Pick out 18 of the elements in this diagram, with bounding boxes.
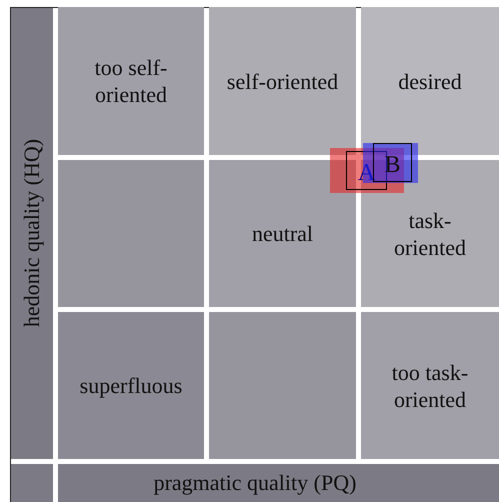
- quadrant-label: too self-oriented: [94, 54, 168, 108]
- quadrant-cell: [58, 312, 204, 459]
- axis-title: pragmatic quality (PQ): [154, 470, 356, 496]
- quadrant-label: self-oriented: [226, 68, 338, 94]
- quadrant-cell: [58, 160, 204, 307]
- quadrant-cell: [361, 7, 499, 155]
- quadrant-label: neutral: [252, 220, 314, 247]
- quadrant-cell: [361, 312, 499, 459]
- quadrant-cell: [209, 312, 356, 459]
- quadrant-cell: [58, 7, 204, 155]
- quadrant-label: desired: [398, 68, 462, 94]
- quadrant-label: too task-oriented: [390, 358, 470, 412]
- product-marker: B: [373, 143, 412, 182]
- quadrant-label: task-oriented: [392, 206, 468, 260]
- quadrant-cell: [209, 160, 356, 307]
- quadrant-label: superfluous: [80, 372, 182, 399]
- axis-title: hedonic quality (HQ): [19, 138, 45, 328]
- quadrant-cell: [209, 7, 356, 155]
